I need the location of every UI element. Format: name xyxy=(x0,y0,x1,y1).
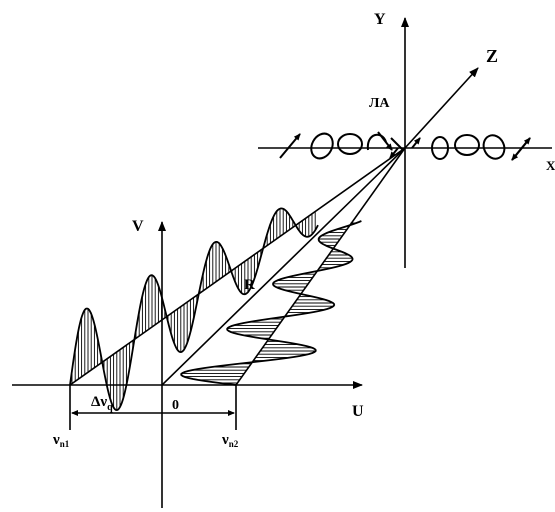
polarization-pattern xyxy=(279,131,531,161)
ray-to-origin xyxy=(161,147,406,386)
delta-nu-label: Δνq xyxy=(91,394,113,413)
origin-label: 0 xyxy=(172,398,179,413)
y-axis-label: Y xyxy=(374,11,386,28)
nu2-label: νn2 xyxy=(221,432,239,449)
z-axis-label: Z xyxy=(486,46,498,66)
u-axis-label: U xyxy=(352,403,364,420)
z-axis-line xyxy=(404,67,479,149)
aircraft-label: ЛА xyxy=(369,96,390,111)
x-axis-label: X xyxy=(546,158,555,173)
v-axis-label: V xyxy=(132,218,144,235)
hatched-wave-lower xyxy=(180,220,362,386)
hatched-wave-upper xyxy=(69,207,319,412)
ray-to-nu1 xyxy=(69,147,406,386)
range-label: R xyxy=(244,277,255,293)
nu1-label: νn1 xyxy=(52,432,70,449)
ray-to-nu2 xyxy=(235,147,406,386)
